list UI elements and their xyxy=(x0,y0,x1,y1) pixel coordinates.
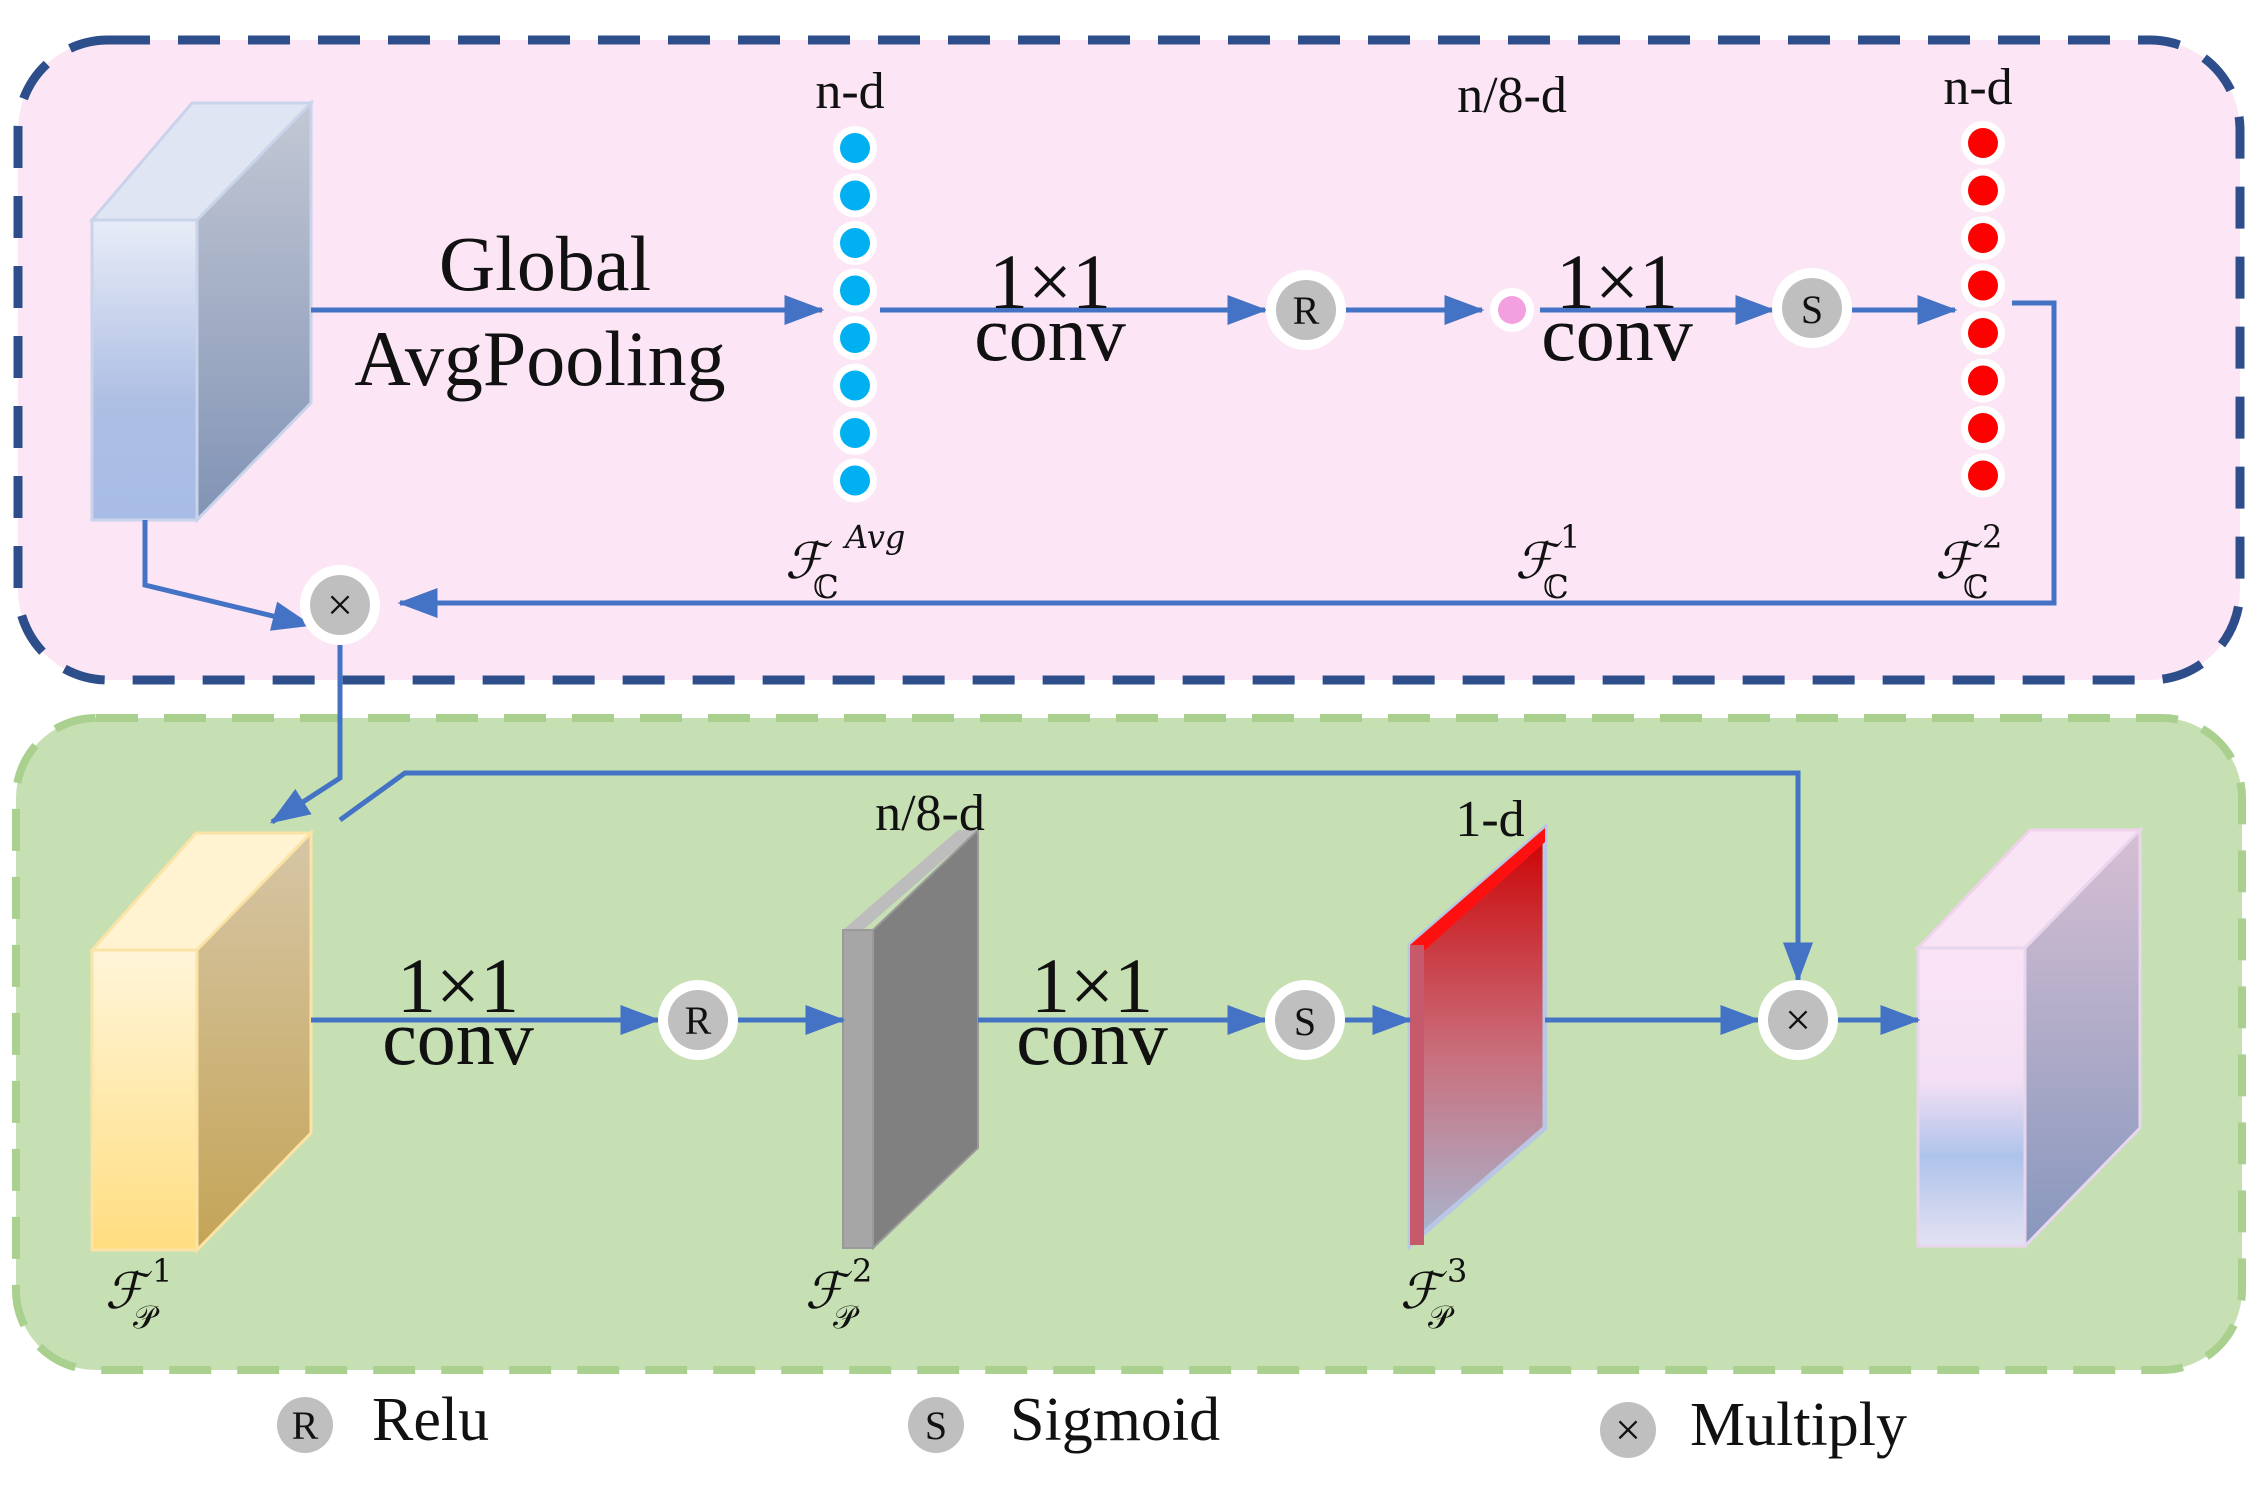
relu-operator-bottom-label: R xyxy=(685,998,712,1043)
avg-vector-dot xyxy=(840,323,870,353)
relu-operator-top-label: R xyxy=(1293,288,1320,333)
feature-avg-sub: ℂ xyxy=(813,568,838,606)
avg-vector-dot xyxy=(840,275,870,306)
feature-c2-sub: ℂ xyxy=(1963,568,1988,606)
weight-vector-dot xyxy=(1968,270,1998,301)
out-dim-label: n-d xyxy=(1943,59,2012,116)
feature-block-p1 xyxy=(88,829,315,1254)
legend-relu-symbol: R xyxy=(292,1403,319,1448)
weight-vector-dot xyxy=(1968,223,1998,253)
feature-avg-sup: Avg xyxy=(842,518,905,556)
multiply-operator-bottom: × xyxy=(1758,980,1838,1060)
weight-vector-dot xyxy=(1968,365,1998,396)
feature-p3-sub: 𝒫 xyxy=(1428,1298,1455,1336)
weight-vector-dot xyxy=(1968,413,1998,443)
relu-operator-top: R xyxy=(1266,270,1346,350)
spatial-out-dim-label: 1-d xyxy=(1455,791,1524,848)
legend-sigmoid: S Sigmoid xyxy=(908,1386,1220,1454)
spatial-conv2-label-line2: conv xyxy=(1016,994,1168,1081)
feature-p2-sub: 𝒫 xyxy=(833,1298,860,1336)
channel-conv1-label-line1: 1×1 xyxy=(989,238,1111,325)
avg-dim-label: n-d xyxy=(815,63,884,120)
feature-c1-sub: ℂ xyxy=(1543,568,1568,606)
sigmoid-operator-bottom-label: S xyxy=(1294,999,1316,1044)
avg-vector-dot xyxy=(840,133,870,163)
sigmoid-operator-bottom: S xyxy=(1265,980,1345,1060)
feature-label-c1: ℱ ℂ 1 xyxy=(1515,518,1580,606)
legend-multiply-label: Multiply xyxy=(1690,1391,1907,1459)
legend-sigmoid-label: Sigmoid xyxy=(1010,1386,1220,1454)
spatial-flow-arrows xyxy=(311,770,1921,1035)
avg-feature-vector xyxy=(833,126,877,503)
feature-c1-sup: 1 xyxy=(1560,518,1580,556)
spatial-conv1-label-line2: conv xyxy=(382,994,534,1081)
feature-block-p3 xyxy=(1407,822,1548,1251)
channel-flow-arrows xyxy=(142,295,2057,825)
multiply-operator-bottom-label: × xyxy=(1785,994,1811,1045)
avg-vector-dot xyxy=(840,180,870,211)
input-feature-block xyxy=(88,99,315,524)
sigmoid-operator-top: S xyxy=(1772,268,1852,348)
feature-c2-sup: 2 xyxy=(1982,518,2002,556)
global-pooling-label-line1: Global xyxy=(439,220,651,307)
relu-operator-bottom: R xyxy=(658,980,738,1060)
weight-vector-dot xyxy=(1968,318,1998,348)
mid-dim-label: n/8-d xyxy=(1457,67,1567,124)
weight-vector-dot xyxy=(1968,175,1998,206)
spatial-conv2-label-line1: 1×1 xyxy=(1031,942,1153,1029)
legend-relu-label: Relu xyxy=(372,1386,489,1454)
channel-attention-panel xyxy=(13,35,2245,685)
global-pooling-label-line2: AvgPooling xyxy=(354,315,725,402)
feature-p1-sup: 1 xyxy=(152,1252,172,1290)
sigmoid-operator-top-label: S xyxy=(1801,287,1823,332)
channel-conv2-label-line2: conv xyxy=(1541,290,1693,377)
multiply-operator-top-label: × xyxy=(327,579,353,630)
weight-vector-dot xyxy=(1968,460,1998,491)
legend-multiply-symbol: × xyxy=(1615,1404,1641,1455)
multiply-operator-top: × xyxy=(300,565,380,645)
channel-weight-vector xyxy=(1961,121,2005,498)
feature-label-p1: ℱ 𝒫 1 xyxy=(105,1252,172,1336)
weight-vector-dot xyxy=(1968,128,1998,158)
legend-relu: R Relu xyxy=(277,1386,489,1454)
legend-multiply: × Multiply xyxy=(1600,1391,1907,1459)
avg-vector-dot xyxy=(840,465,870,496)
reduced-feature-node xyxy=(1490,288,1534,332)
output-feature-block xyxy=(1914,826,2144,1250)
spatial-mid-dim-label: n/8-d xyxy=(875,785,985,842)
feature-p1-sub: 𝒫 xyxy=(133,1298,160,1336)
feature-p3-sup: 3 xyxy=(1447,1252,1467,1290)
spatial-attention-panel xyxy=(12,714,2246,1374)
spatial-conv1-label-line1: 1×1 xyxy=(397,942,519,1029)
avg-vector-dot xyxy=(840,228,870,258)
feature-p2-sup: 2 xyxy=(852,1252,872,1290)
legend: R Relu S Sigmoid × Multiply xyxy=(277,1386,1907,1459)
channel-conv2-label-line1: 1×1 xyxy=(1556,238,1678,325)
avg-vector-dot xyxy=(840,418,870,448)
channel-conv1-label-line2: conv xyxy=(974,290,1126,377)
feature-block-p2 xyxy=(842,827,979,1251)
legend-sigmoid-symbol: S xyxy=(925,1403,947,1448)
avg-vector-dot xyxy=(840,370,870,401)
